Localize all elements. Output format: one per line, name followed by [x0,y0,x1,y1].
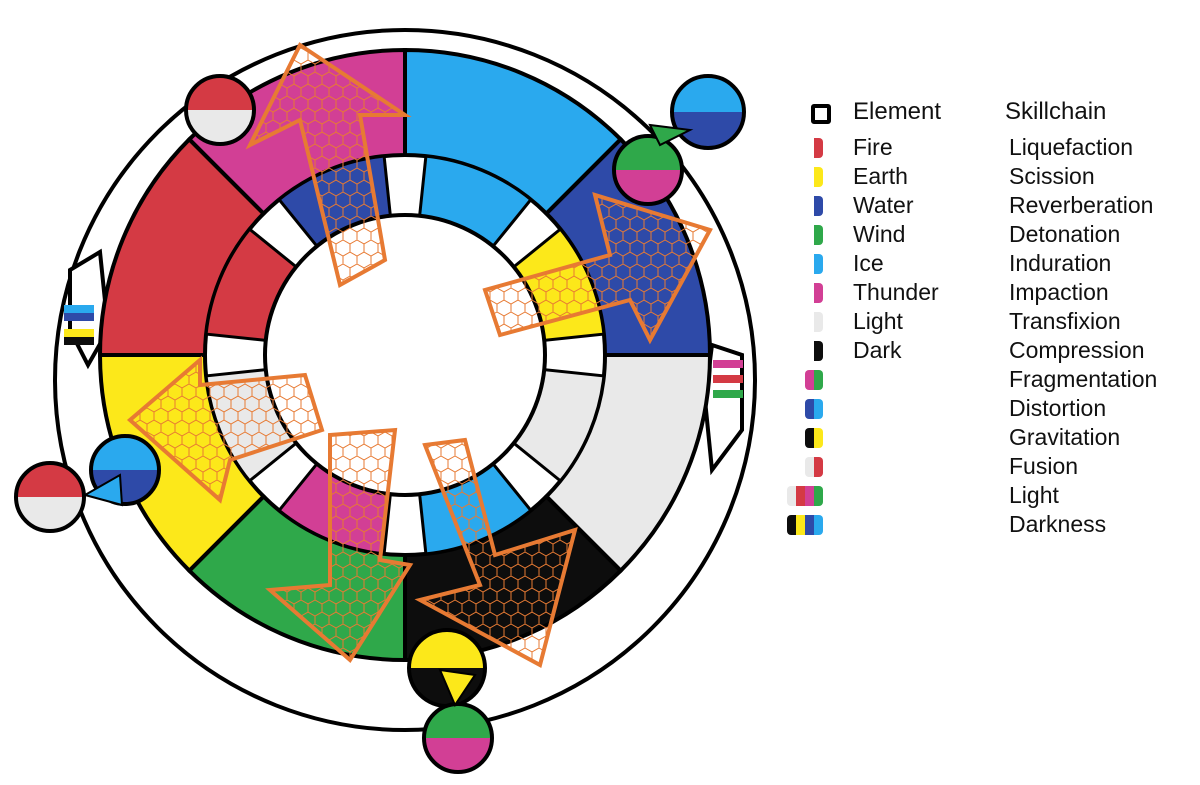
node-half [409,630,485,668]
element-header-icon [811,104,831,124]
node-circle-top-right-inner [612,134,684,206]
legend-skillchain: Fragmentation [1009,366,1158,392]
arrow-ice-to-dark [414,437,578,668]
legend-skillchain: Gravitation [1009,424,1121,450]
legend-row: Light Transfixion [785,306,1190,335]
node-half [672,76,744,112]
legend-swatch [814,283,823,303]
node-outline [422,702,494,774]
arrow-earth-to-water [482,192,713,345]
legend-skillchain: Scission [1009,163,1095,189]
legend-skillchain: Transfixion [1009,308,1121,334]
legend-row: Ice Induration [785,248,1190,277]
pointer-top-right [648,123,694,147]
legend-element: Water [853,192,914,218]
legend-row: Fragmentation [785,364,1190,393]
legend-skillchain: Induration [1009,250,1112,276]
node-circle-left-outer [14,461,86,533]
arrow-thunder-to-water [245,42,412,289]
node-circle-bottom-inner [422,702,494,774]
node-half [424,738,492,772]
legend-swatch [805,428,823,448]
skillchain-header: Skillchain [1005,98,1107,125]
legend-swatch [814,341,823,361]
legend-row: Dark Compression [785,335,1190,364]
elemental-wheel-diagram [14,28,757,774]
node-half [186,76,254,110]
pointer-bottom [438,668,477,708]
legend-element: Fire [853,134,893,160]
node-outline [89,434,161,506]
legend-swatch [814,254,823,274]
legend-swatch [787,486,823,506]
legend-element: Ice [853,250,884,276]
node-half [186,110,254,144]
legend-skillchain: Detonation [1009,221,1121,247]
legend-row: Earth Scission [785,161,1190,190]
legend-skillchain: Darkness [1009,511,1107,537]
legend-swatch [805,370,823,390]
legend-swatch [805,457,823,477]
legend-swatch [814,138,823,158]
legend-row: Thunder Impaction [785,277,1190,306]
legend-row: Fusion [785,451,1190,480]
legend-element: Wind [853,221,906,247]
legend-row: Gravitation [785,422,1190,451]
legend-skillchain: Impaction [1009,279,1109,305]
node-outline [612,134,684,206]
node-half [16,463,84,497]
legend-row: Wind Detonation [785,219,1190,248]
node-outline [670,74,746,150]
legend-row: Light [785,480,1190,509]
node-half [91,436,159,470]
legend-element: Earth [853,163,908,189]
legend-element: Light [853,308,903,334]
legend-skillchain: Reverberation [1009,192,1154,218]
legend-skillchain: Light [1009,482,1059,508]
node-half [672,112,744,148]
arrow-thunder-to-wind [265,427,414,664]
legend-row: Distortion [785,393,1190,422]
node-outline [14,461,86,533]
legend-swatch [814,225,823,245]
legend-row: Fire Liquefaction [785,132,1190,161]
left-tab [64,248,111,370]
node-half [614,170,682,204]
arrow-light-to-earth [126,355,325,504]
legend-skillchain: Fusion [1009,453,1079,479]
pointer-left [82,473,124,507]
legend-swatch [814,196,823,216]
node-half [424,704,492,738]
node-half [614,136,682,170]
legend-header: Element Skillchain [785,96,1190,132]
legend-skillchain: Distortion [1009,395,1107,421]
legend-row: Darkness [785,509,1190,538]
legend-swatch [814,167,823,187]
node-circle-top-left [184,74,256,146]
legend-element: Dark [853,337,902,363]
node-half [16,497,84,531]
wheel-center [263,213,547,497]
node-circle-bottom-outer [407,628,487,708]
legend-skillchain: Compression [1009,337,1145,363]
node-outline [184,74,256,146]
legend-swatch [787,515,823,535]
node-circle-top-right-outer [670,74,746,150]
legend-row: Water Reverberation [785,190,1190,219]
element-header: Element [853,98,942,125]
legend-swatch [814,312,823,332]
legend-skillchain: Liquefaction [1009,134,1134,160]
outer-ring [53,28,757,732]
legend-element: Thunder [853,279,939,305]
legend-swatch [805,399,823,419]
